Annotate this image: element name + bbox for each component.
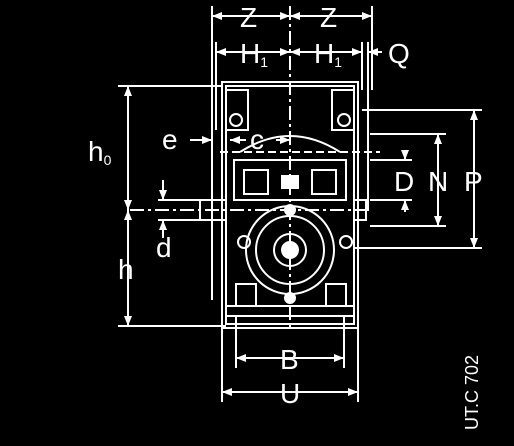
housing-outline xyxy=(221,81,359,329)
label-U: U xyxy=(280,378,301,409)
foot-boss-right xyxy=(325,283,347,307)
bolt-wheel-top xyxy=(284,204,296,216)
label-z-left: Z xyxy=(240,2,258,33)
label-B: B xyxy=(280,344,299,375)
arrow-D-bottom xyxy=(401,200,409,210)
label-h1-left-main: H xyxy=(240,38,261,69)
shaft-end-left xyxy=(199,199,227,221)
top-right-boss xyxy=(331,89,355,131)
label-D: D xyxy=(394,166,415,197)
wheel-bore xyxy=(273,233,307,267)
arrow-U-left xyxy=(222,388,232,396)
arrow-h1-mid-r xyxy=(290,48,300,56)
arrow-N-top xyxy=(434,134,442,144)
arrow-h-bottom xyxy=(124,316,132,326)
arrow-h0-top xyxy=(124,86,132,96)
shaft-end-right xyxy=(353,199,367,221)
foot-boss-left xyxy=(235,283,257,307)
label-h1-right: H1 xyxy=(314,38,343,70)
bolt-top-right xyxy=(337,113,351,127)
bolt-wheel-bottom xyxy=(284,292,296,304)
arrow-P-bottom xyxy=(470,238,478,248)
bearing-left xyxy=(243,169,269,195)
label-h1-right-sub: 1 xyxy=(334,54,343,70)
arrow-c-left xyxy=(230,136,240,144)
arrow-z-left xyxy=(212,12,222,20)
label-N: N xyxy=(428,166,449,197)
bolt-mid-right xyxy=(339,235,353,249)
arrow-c-right xyxy=(280,136,290,144)
arrow-e xyxy=(202,136,212,144)
arrow-B-left xyxy=(236,354,246,362)
arrow-d-bottom xyxy=(159,220,167,230)
label-h0: h0 xyxy=(88,136,112,168)
label-h0-main: h xyxy=(88,136,104,167)
worm-arc xyxy=(239,135,341,153)
arrow-z-right xyxy=(362,12,372,20)
arrow-h0-bottom xyxy=(124,200,132,210)
label-z-right: Z xyxy=(320,2,338,33)
arrow-h1-right xyxy=(352,48,362,56)
worm-housing xyxy=(233,159,347,201)
bolt-top-left xyxy=(229,113,243,127)
arrow-h1-mid-l xyxy=(280,48,290,56)
arrow-z-mid-r xyxy=(290,12,300,20)
arrow-D-top xyxy=(401,150,409,160)
wheel-hub xyxy=(281,241,299,259)
label-h0-sub: 0 xyxy=(103,152,112,168)
arrow-z-mid-l xyxy=(280,12,290,20)
arrow-B-right xyxy=(334,354,344,362)
bolt-mid-left xyxy=(237,235,251,249)
arrow-N-bottom xyxy=(434,216,442,226)
drawing-code: UT.C 702 xyxy=(462,354,482,430)
label-h1-left-sub: 1 xyxy=(260,54,269,70)
label-c: c xyxy=(250,124,264,155)
label-q: Q xyxy=(388,38,410,69)
label-h1-left: H1 xyxy=(240,38,269,70)
worm-shaft xyxy=(281,175,299,189)
arrow-P-top xyxy=(470,110,478,120)
label-e: e xyxy=(162,124,178,155)
arrow-h1-left xyxy=(216,48,226,56)
top-left-boss xyxy=(225,89,249,131)
label-h1-right-main: H xyxy=(314,38,335,69)
label-d: d xyxy=(156,232,172,263)
arrow-Q xyxy=(368,48,378,56)
arrow-U-right xyxy=(348,388,358,396)
label-P: P xyxy=(464,166,483,197)
arrow-h-top xyxy=(124,210,132,220)
label-h: h xyxy=(118,254,134,285)
bearing-right xyxy=(311,169,337,195)
arrow-d-top xyxy=(159,190,167,200)
